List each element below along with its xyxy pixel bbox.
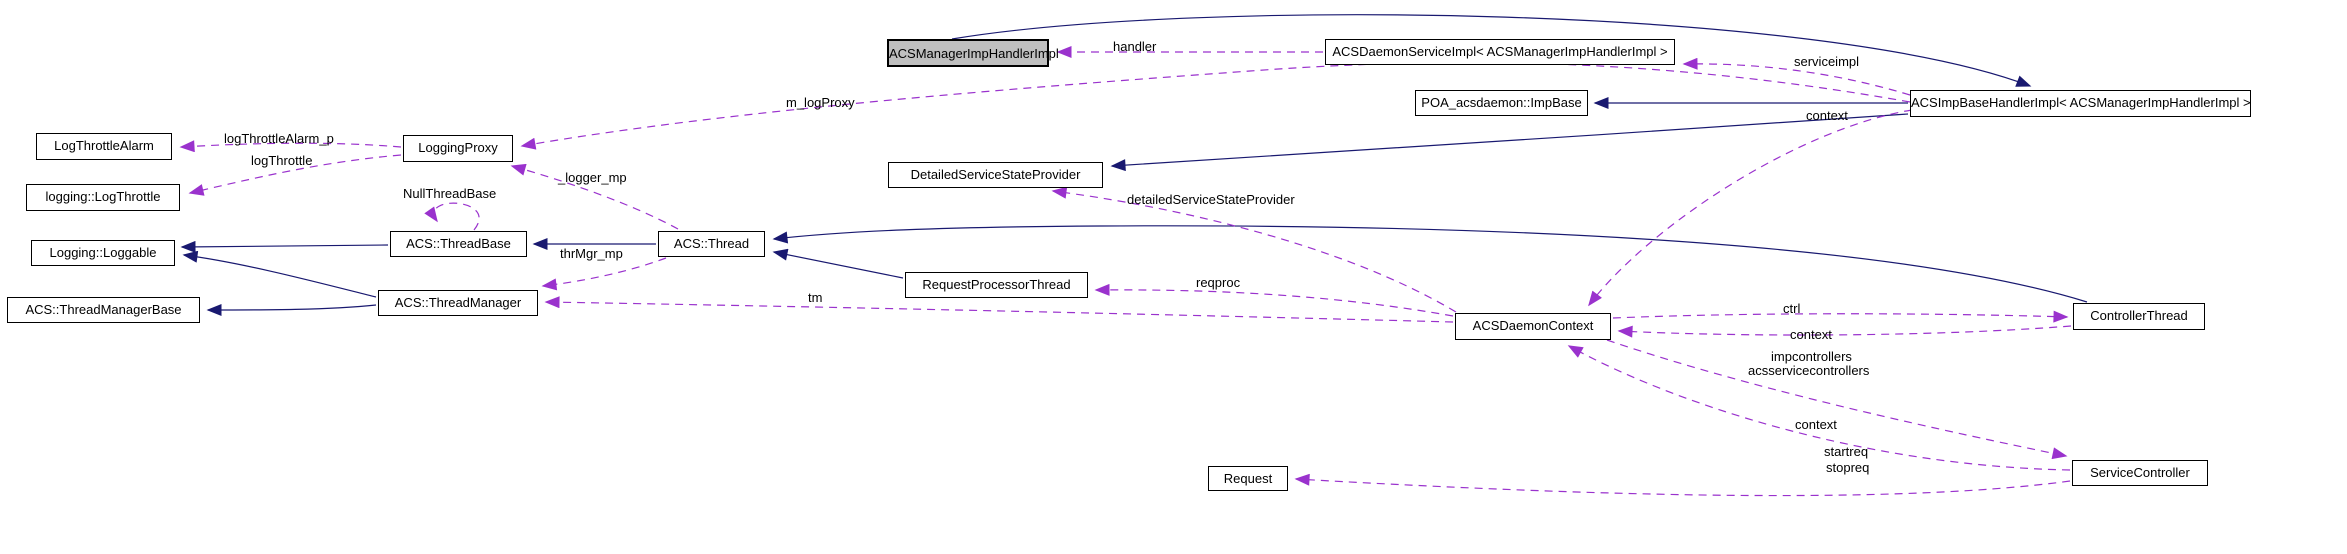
edge-label-tm: tm xyxy=(808,290,823,305)
edge-usage-logthrottle xyxy=(188,154,402,196)
edge-label-detailedservicestateprovider: detailedServiceStateProvider xyxy=(1127,192,1295,207)
edge-label-serviceimpl: serviceimpl xyxy=(1794,54,1860,69)
edge-inherit-threadmanager-to-loggable xyxy=(182,250,377,298)
edge-usage-dssp xyxy=(1051,186,1457,313)
edge-usage-reqproc xyxy=(1094,283,1454,317)
node-acs-thread[interactable]: ACS::Thread xyxy=(658,231,765,257)
edge-inherit-threadbase-to-loggable xyxy=(180,240,389,253)
edge-label-reqproc: reqproc xyxy=(1196,275,1241,290)
node-request[interactable]: Request xyxy=(1208,466,1288,491)
edge-label-stopreq: stopreq xyxy=(1826,460,1870,475)
node-logthrottlealarm[interactable]: LogThrottleAlarm xyxy=(36,133,172,160)
edge-label-context-top: context xyxy=(1806,108,1848,123)
edge-label-loggermp: _logger_mp xyxy=(558,170,627,185)
edge-usage-context-mid xyxy=(1617,325,2072,338)
edge-label-context-low: context xyxy=(1795,417,1837,432)
edge-inherit-impbasehandler-to-dssp xyxy=(1110,113,1909,172)
edge-inherit-manager-to-impbasehandler xyxy=(951,14,2032,87)
edge-inherit-controllerthread-to-thread xyxy=(772,225,2088,303)
edge-label-nullthreadbase: NullThreadBase xyxy=(403,186,497,201)
edge-usage-ctrl xyxy=(1612,310,2069,323)
node-acsdaemonserviceimpl[interactable]: ACSDaemonServiceImpl< ACSManagerImpHandl… xyxy=(1325,39,1675,65)
edge-usage-startreq-stopreq xyxy=(1294,473,2071,497)
edge-label-logthrottle: logThrottle xyxy=(251,153,313,168)
node-acsdaemoncontext[interactable]: ACSDaemonContext xyxy=(1455,313,1611,340)
node-acsimpbasehandlerimpl[interactable]: ACSImpBaseHandlerImpl< ACSManagerImpHand… xyxy=(1910,90,2251,117)
edge-usage-context-top xyxy=(1588,109,1913,307)
edge-label-acsservicecontrollers: acsservicecontrollers xyxy=(1748,363,1870,378)
node-poa-acsdaemon-impbase[interactable]: POA_acsdaemon::ImpBase xyxy=(1415,90,1588,116)
node-acs-threadmanagerbase[interactable]: ACS::ThreadManagerBase xyxy=(7,297,200,323)
edge-label-handler: handler xyxy=(1113,39,1157,54)
edge-label-ctrl: ctrl xyxy=(1783,301,1801,316)
edge-usage-tm xyxy=(544,296,1454,323)
node-logging-logthrottle[interactable]: logging::LogThrottle xyxy=(26,184,180,211)
node-servicecontroller[interactable]: ServiceController xyxy=(2072,460,2208,486)
node-requestprocessorthread[interactable]: RequestProcessorThread xyxy=(905,272,1088,298)
edge-usage-thrmgrmp xyxy=(541,257,667,291)
edge-usage-impcontrollers xyxy=(1606,339,2068,460)
edge-inherit-reqprocthread-to-thread xyxy=(772,248,904,279)
node-detailedservicestateprovider[interactable]: DetailedServiceStateProvider xyxy=(888,162,1103,188)
node-acsmanagerimphandlerimpl: ACSManagerImpHandlerImpl xyxy=(887,39,1059,67)
edge-label-thrmgrmp: thrMgr_mp xyxy=(560,246,623,261)
edge-label-logthrottlealarm-p: logThrottleAlarm_p xyxy=(224,131,334,146)
edge-label-impcontrollers: impcontrollers xyxy=(1771,349,1852,364)
edge-label-context-mid: context xyxy=(1790,327,1832,342)
node-logging-loggable[interactable]: Logging::Loggable xyxy=(31,240,175,266)
node-controllerthread[interactable]: ControllerThread xyxy=(2073,303,2205,330)
edge-usage-serviceimpl xyxy=(1682,57,1911,96)
edge-usage-nullthreadbase-loop xyxy=(424,202,480,231)
edge-label-startreq: startreq xyxy=(1824,444,1869,459)
node-acs-threadmanager[interactable]: ACS::ThreadManager xyxy=(378,290,538,316)
edge-usage-mlogproxy xyxy=(520,61,1911,150)
edge-inherit-threadmanager-to-tmbase xyxy=(206,303,377,316)
edge-usage-context-low xyxy=(1567,345,2071,471)
edge-usage-loggermp xyxy=(510,163,679,230)
node-acs-threadbase[interactable]: ACS::ThreadBase xyxy=(390,231,527,257)
edge-label-mlogproxy: m_logProxy xyxy=(786,95,855,110)
node-loggingproxy[interactable]: LoggingProxy xyxy=(403,135,513,162)
